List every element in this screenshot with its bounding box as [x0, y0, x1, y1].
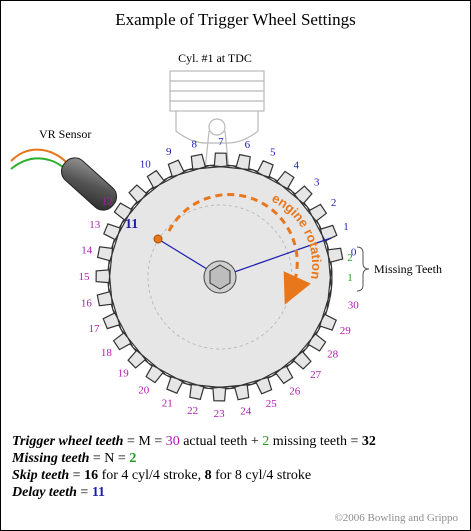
missing-tooth-label-1: 1 — [347, 272, 353, 284]
tooth-label-8: 8 — [192, 138, 198, 150]
tooth-label-15: 15 — [79, 271, 91, 283]
wheel-hub — [153, 234, 332, 294]
tooth-label-30: 30 — [348, 299, 360, 311]
tooth-label-27: 27 — [310, 369, 322, 381]
tooth-label-14: 14 — [81, 245, 93, 257]
tooth-label-5: 5 — [270, 147, 276, 159]
tooth-label-16: 16 — [81, 298, 93, 310]
tooth-label-17: 17 — [89, 323, 101, 335]
tooth-label-25: 25 — [266, 398, 278, 410]
tooth-label-23: 23 — [214, 408, 226, 420]
tooth-label-20: 20 — [138, 385, 150, 397]
rotation-arrow — [167, 193, 311, 305]
missing-tooth-label-2: 2 — [347, 252, 353, 264]
tooth-label-28: 28 — [327, 348, 339, 360]
tooth-label-22: 22 — [187, 405, 198, 417]
formula-missing-teeth: Missing teeth = N = 2 — [12, 451, 137, 466]
vr-sensor — [10, 148, 118, 211]
tooth-label-13: 13 — [89, 219, 101, 231]
missing-teeth-label: Missing Teeth — [374, 262, 442, 276]
trigger-wheel-diagram: Cyl. #1 at TDC VR Sensor engine rotation — [10, 51, 442, 420]
formula-trigger-teeth: Trigger wheel teeth = M = 30 actual teet… — [12, 434, 376, 449]
vr-sensor-label: VR Sensor — [39, 127, 91, 141]
tooth-label-21: 21 — [162, 397, 173, 409]
tooth-label-3: 3 — [314, 176, 320, 188]
tooth-label-10: 10 — [140, 158, 152, 170]
formula-delay-teeth: Delay teeth = 11 — [12, 485, 106, 500]
tooth-label-9: 9 — [166, 146, 172, 158]
tooth-label-2: 2 — [331, 197, 337, 209]
copyright-note: ©2006 Bowling and Grippo — [334, 512, 458, 524]
tooth-label-12: 12 — [102, 196, 113, 208]
tooth-label-24: 24 — [240, 406, 252, 418]
tooth-label-4: 4 — [294, 159, 300, 171]
tooth-label-6: 6 — [245, 139, 251, 151]
formula-skip-teeth: Skip teeth = 16 for 4 cyl/4 stroke, 8 fo… — [12, 468, 312, 483]
tooth-label-7: 7 — [218, 136, 224, 148]
tooth-label-26: 26 — [289, 386, 301, 398]
delay-tooth-label: 11 — [125, 217, 138, 232]
tooth-label-18: 18 — [101, 347, 113, 359]
tooth-label-1: 1 — [343, 221, 349, 233]
tooth-label-0: 0 — [351, 246, 357, 258]
missing-teeth-bracket — [356, 246, 370, 292]
diagram-title: Example of Trigger Wheel Settings — [115, 10, 356, 29]
formula-block: Trigger wheel teeth = M = 30 actual teet… — [12, 433, 376, 501]
tooth-label-19: 19 — [118, 368, 130, 380]
tooth-label-29: 29 — [340, 325, 352, 337]
cyl-label: Cyl. #1 at TDC — [178, 51, 252, 65]
